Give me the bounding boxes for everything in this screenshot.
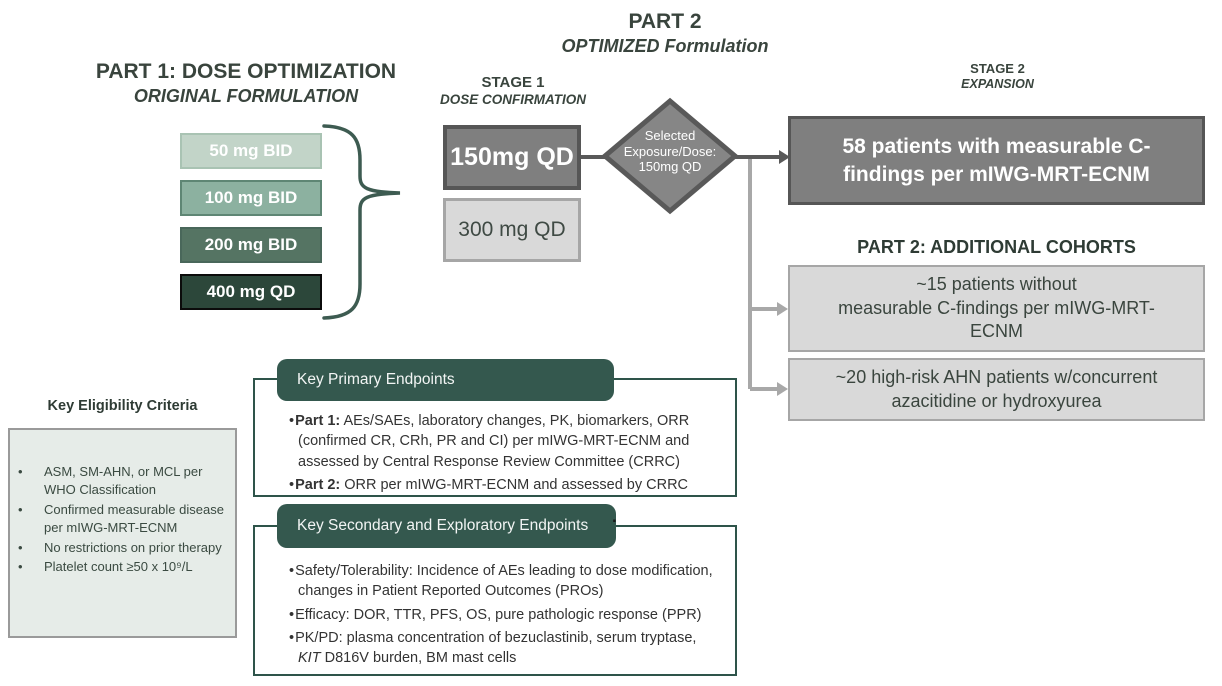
dose-escalation-list: 50 mg BID 100 mg BID 200 mg BID 400 mg QD [180,133,322,321]
dose-box: 200 mg BID [180,227,322,263]
arrowhead-cohort1 [777,302,788,316]
secondary-endpoints-title: Key Secondary and Exploratory Endpoints [297,517,589,534]
eligibility-item: •Confirmed measurable disease per mIWG-M… [18,501,224,536]
bullet-icon: • [289,563,295,579]
secondary-endpoint-item: •Safety/Tolerability: Incidence of AEs l… [289,563,713,600]
primary-endpoint-item: •Part 2: ORR per mIWG-MRT-ECNM and asses… [289,476,689,493]
alternate-dose-box: 300 mg QD [443,198,581,262]
secondary-endpoints-box: •Safety/Tolerability: Incidence of AEs l… [253,525,737,676]
secondary-endpoint-item: •PK/PD: plasma concentration of bezuclas… [289,629,697,667]
bullet-icon: • [18,559,23,575]
primary-endpoint-item: •Part 1: AEs/SAEs, laboratory changes, P… [289,413,690,470]
stage2-subtitle: EXPANSION [961,77,1034,91]
eligibility-item: •No restrictions on prior therapy [10,539,227,557]
bullet-icon: • [289,629,295,646]
eligibility-item: •ASM, SM-AHN, or MCL per WHO Classificat… [18,464,203,498]
arrowhead-cohort2 [777,382,788,396]
dose-box: 100 mg BID [180,180,322,216]
decision-diamond-label: Selected Exposure/Dose: 150mg QD [623,128,717,175]
secondary-endpoint-item: •Efficacy: DOR, TTR, PFS, OS, pure patho… [289,606,702,623]
bullet-icon: • [18,501,23,517]
decision-diamond-shape [601,97,739,215]
bullet-icon: • [18,464,23,479]
part2-subtitle: OPTIMIZED Formulation [561,36,769,56]
dose-box: 50 mg BID [180,133,322,169]
primary-endpoints-header: Key Primary Endpoints [277,359,614,401]
bullet-icon: • [289,413,295,429]
brace-shape [322,124,401,320]
bullet-icon: • [18,539,23,555]
primary-endpoints-title: Key Primary Endpoints [297,371,455,388]
stage1-title: STAGE 1 [481,74,545,91]
arrowhead-expansion [779,150,790,164]
cohort-box-without-cfindings: ~15 patients without measurable C-findin… [788,265,1205,352]
eligibility-box: •ASM, SM-AHN, or MCL per WHO Classificat… [8,428,237,638]
selected-dose-box: 150mg QD [443,125,581,190]
stage2-title: STAGE 2 [970,61,1025,76]
bullet-icon: • [289,606,295,623]
stage1-subtitle: DOSE CONFIRMATION [440,92,586,107]
eligibility-title: Key Eligibility Criteria [47,398,198,414]
bullet-icon: • [289,476,295,493]
cohort-box-ahn: ~20 high-risk AHN patients w/concurrent … [788,358,1205,421]
part1-title: PART 1: DOSE OPTIMIZATION [95,60,397,83]
part2-title: PART 2 [628,10,702,33]
part1-subtitle: ORIGINAL FORMULATION [133,86,359,106]
dose-box: 400 mg QD [180,274,322,310]
eligibility-item: •Platelet count ≥50 x 10⁹/L [10,558,227,576]
secondary-endpoints-header: Key Secondary and Exploratory Endpoints [277,504,616,548]
stray-mark: . [612,507,617,526]
expansion-box: 58 patients with measurable C- findings … [788,116,1205,205]
additional-cohorts-title: PART 2: ADDITIONAL COHORTS [857,237,1136,257]
